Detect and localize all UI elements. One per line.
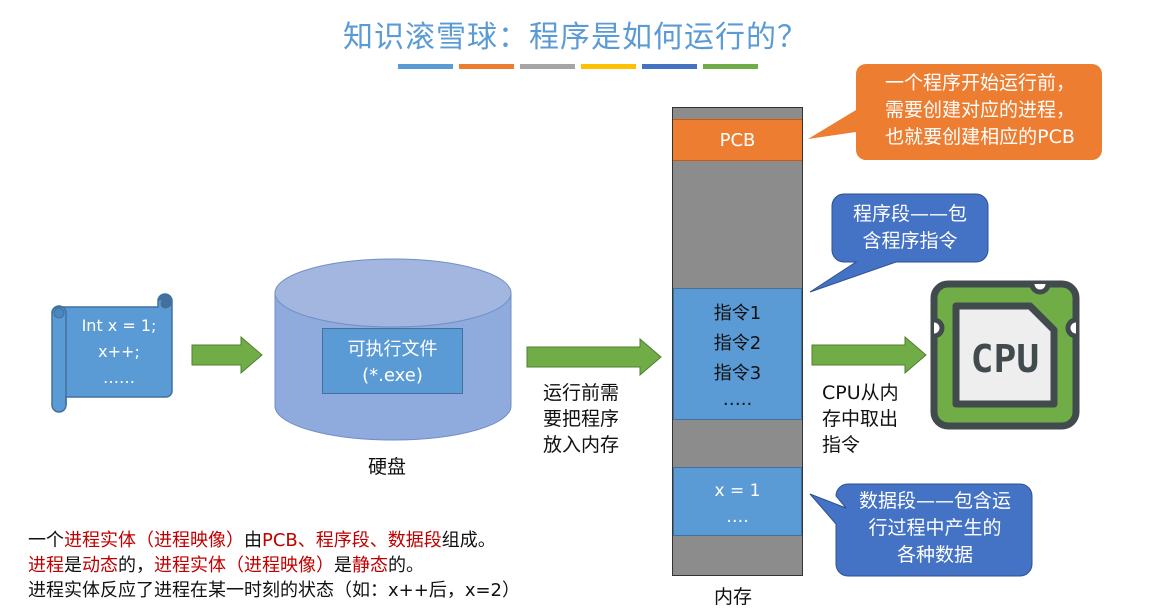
data-callout-text: 数据段——包含运 行过程中产生的 各种数据 bbox=[838, 488, 1032, 569]
disk-caption: 硬盘 bbox=[368, 456, 407, 478]
fetch-caption: CPU从内 存中取出 指令 bbox=[822, 380, 899, 458]
caption-line: 存中取出 bbox=[822, 408, 899, 430]
data-segment: x = 1 …. bbox=[673, 467, 802, 536]
highlighted-term: 进程实体（进程映像） bbox=[154, 555, 334, 576]
callout-shape bbox=[809, 193, 989, 293]
note-text: 组成。 bbox=[441, 530, 496, 551]
highlighted-term: 动态 bbox=[82, 555, 118, 576]
title-bar bbox=[398, 64, 453, 69]
note-line: 进程是动态的，进程实体（进程映像）是静态的。 bbox=[28, 553, 520, 578]
caption-line: 放入内存 bbox=[543, 434, 620, 456]
load-caption: 运行前需 要把程序 放入内存 bbox=[543, 380, 619, 458]
memory-caption: 内存 bbox=[714, 586, 753, 608]
arrow-right-icon bbox=[811, 336, 927, 374]
title-bar bbox=[642, 64, 697, 69]
callout-shape bbox=[809, 483, 1033, 577]
executable-file: 可执行文件 (*.exe) bbox=[322, 328, 463, 394]
note-text: 进程实体反应了进程在某一时刻的状态（如：x++后，x=2） bbox=[28, 580, 521, 601]
arrow-right-icon bbox=[526, 338, 662, 376]
callout-line: 含程序指令 bbox=[862, 230, 958, 252]
code-segment: 指令1 指令2 指令3 ….. bbox=[673, 288, 802, 420]
cpu-icon-label: CPU bbox=[971, 337, 1040, 381]
memory-block: PCB 指令1 指令2 指令3 ….. x = 1 …. bbox=[672, 107, 803, 576]
note-line: 进程实体反应了进程在某一时刻的状态（如：x++后，x=2） bbox=[28, 578, 520, 603]
code-callout: 程序段——包 含程序指令 bbox=[806, 192, 991, 294]
title-bar bbox=[581, 64, 636, 69]
page-title: 知识滚雪球：程序是如何运行的？ bbox=[343, 20, 808, 55]
data-callout: 数据段——包含运 行过程中产生的 各种数据 bbox=[806, 482, 1036, 578]
file-ext: (*.exe) bbox=[362, 365, 423, 386]
highlighted-term: 进程实体（进程映像） bbox=[64, 530, 244, 551]
highlighted-term: 静态 bbox=[352, 555, 388, 576]
source-code-scroll: Int x = 1; x++; …… bbox=[44, 293, 176, 413]
highlighted-term: PCB、程序段、数据段 bbox=[262, 530, 442, 551]
hard-disk: 可执行文件 (*.exe) bbox=[274, 258, 512, 442]
caption-line: 指令 bbox=[822, 434, 861, 456]
note-text: 是 bbox=[334, 555, 352, 576]
data-value: x = 1 bbox=[714, 481, 761, 501]
title-bar bbox=[459, 64, 514, 69]
scroll-icon bbox=[51, 293, 173, 413]
instruction: ….. bbox=[722, 389, 753, 410]
code-callout-text: 程序段——包 含程序指令 bbox=[834, 201, 986, 255]
pcb-callout: 一个程序开始运行前， 需要创建对应的进程， 也就要创建相应的PCB bbox=[806, 62, 1106, 162]
note-text: 由 bbox=[244, 530, 262, 551]
arrow-right-icon bbox=[191, 336, 263, 374]
cpu-icon: CPU bbox=[930, 280, 1080, 430]
source-code: Int x = 1; x++; …… bbox=[66, 313, 172, 391]
caption-line: 要把程序 bbox=[543, 408, 620, 430]
title-underline-bars bbox=[398, 64, 758, 69]
instruction: 指令3 bbox=[713, 363, 762, 384]
callout-line: 行过程中产生的 bbox=[868, 517, 1002, 539]
callout-shape bbox=[808, 64, 1102, 160]
caption-line: 运行前需 bbox=[543, 382, 620, 404]
code-line: x++; bbox=[98, 342, 140, 361]
pcb-segment: PCB bbox=[673, 119, 802, 161]
highlighted-term: 进程 bbox=[28, 555, 64, 576]
callout-line: 需要创建对应的进程， bbox=[884, 99, 1075, 121]
callout-line: 程序段——包 bbox=[852, 203, 967, 225]
caption-line: CPU从内 bbox=[822, 382, 899, 404]
note-text: 的， bbox=[118, 555, 154, 576]
code-line: …… bbox=[103, 368, 135, 387]
instruction: 指令2 bbox=[713, 333, 762, 354]
notes: 一个进程实体（进程映像）由PCB、程序段、数据段组成。 进程是动态的，进程实体（… bbox=[28, 528, 520, 603]
title-bar bbox=[703, 64, 758, 69]
title-bar bbox=[520, 64, 575, 69]
note-text: 的。 bbox=[388, 555, 424, 576]
code-line: Int x = 1; bbox=[81, 316, 157, 335]
note-text: 是 bbox=[64, 555, 82, 576]
callout-line: 也就要创建相应的PCB bbox=[885, 126, 1075, 148]
callout-line: 数据段——包含运 bbox=[858, 490, 1011, 512]
file-label: 可执行文件 bbox=[347, 339, 438, 360]
note-line: 一个进程实体（进程映像）由PCB、程序段、数据段组成。 bbox=[28, 528, 520, 553]
data-value: …. bbox=[726, 507, 749, 527]
pcb-callout-text: 一个程序开始运行前， 需要创建对应的进程， 也就要创建相应的PCB bbox=[858, 70, 1102, 151]
callout-line: 一个程序开始运行前， bbox=[884, 72, 1075, 94]
note-text: 一个 bbox=[28, 530, 64, 551]
instruction: 指令1 bbox=[713, 303, 762, 324]
callout-line: 各种数据 bbox=[896, 544, 973, 566]
